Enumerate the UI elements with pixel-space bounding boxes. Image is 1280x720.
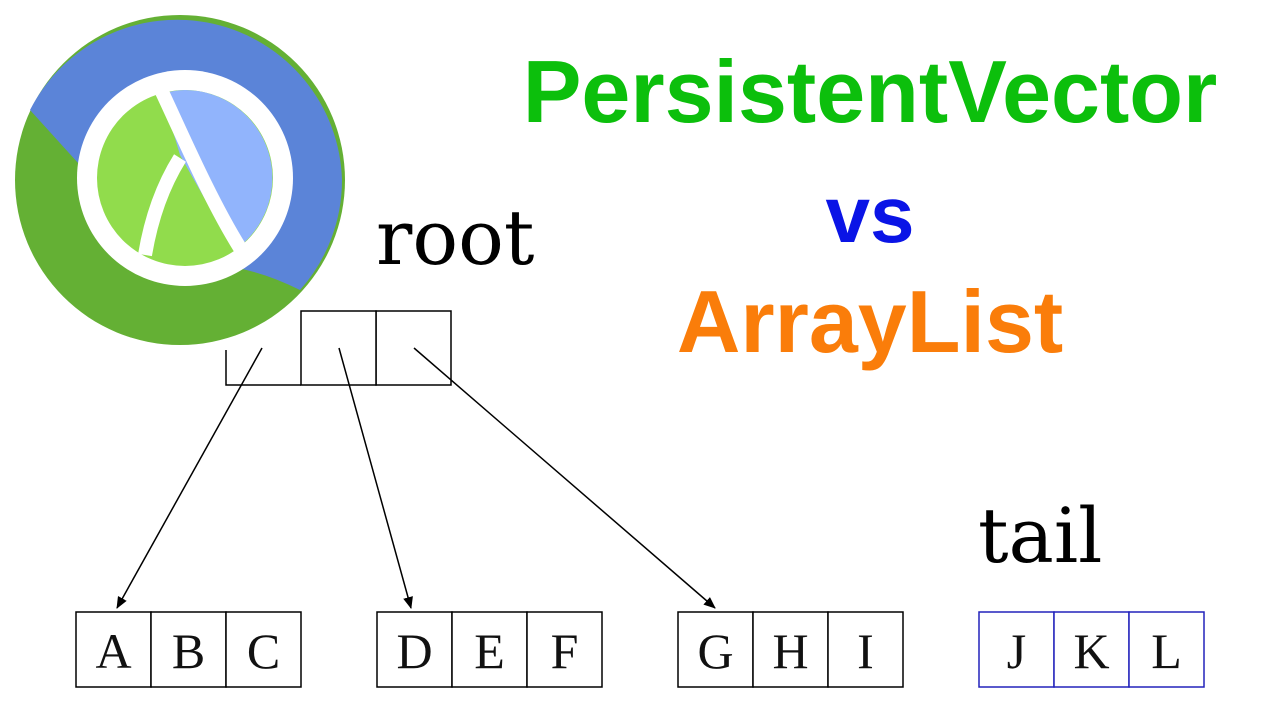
root-cell-1 [225, 350, 301, 386]
pointer-arrow-3 [413, 347, 716, 609]
leaf-1-cell-2: B [172, 623, 205, 679]
leaf-1-cell-1: A [95, 623, 131, 679]
leaf-1-cell-3: C [247, 623, 280, 679]
root-node [225, 310, 452, 386]
tail-cell-2: K [1073, 623, 1109, 679]
leaf-2-cell-2: E [474, 623, 505, 679]
leaf-3-cell-3: I [857, 623, 874, 679]
leaf-2-cell-1: D [396, 623, 432, 679]
pointer-arrow-1 [116, 347, 263, 609]
clojure-logo-icon [15, 15, 345, 345]
leaf-2-cell-3: F [551, 623, 579, 679]
root-cell-2 [300, 310, 377, 386]
tail-node: J K L [978, 611, 1205, 688]
tail-label: tail [978, 491, 1103, 580]
tail-cell-1: J [1007, 623, 1026, 679]
leaf-node-2: D E F [376, 611, 603, 688]
leaf-3-cell-1: G [697, 623, 733, 679]
pointer-arrow-2 [338, 347, 413, 609]
title-persistentvector: PersistentVector [522, 42, 1218, 141]
leaf-node-3: G H I [677, 611, 904, 688]
title-vs: vs [825, 170, 915, 259]
root-cell-3 [375, 310, 452, 386]
leaf-3-cell-2: H [772, 623, 808, 679]
leaf-node-1: A B C [75, 611, 302, 688]
title-arraylist: ArrayList [676, 272, 1064, 371]
tail-cell-3: L [1151, 623, 1182, 679]
root-label: root [376, 193, 535, 282]
